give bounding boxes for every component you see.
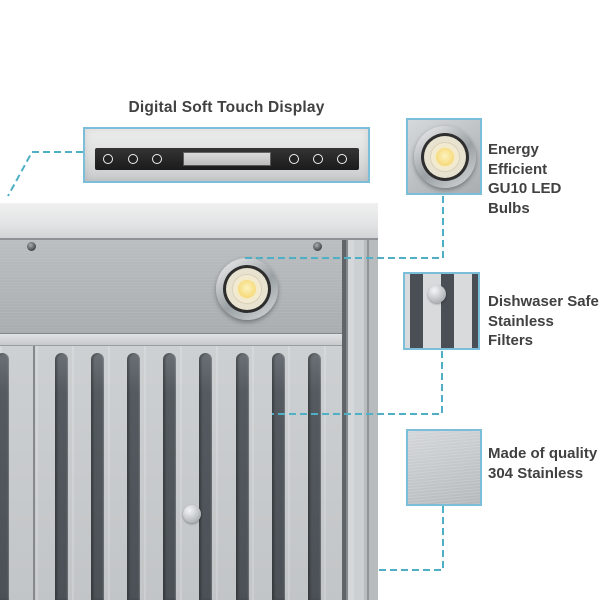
stainless-callout-label: Made of quality 304 Stainless [488, 445, 598, 482]
hood-filter-rail [0, 333, 378, 346]
connector-stainless [376, 506, 444, 571]
range-hood-photo [0, 203, 378, 600]
control-button-icon [128, 154, 138, 164]
hood-interior-panel [0, 240, 378, 333]
hood-filter-knob [183, 505, 201, 523]
screw-icon [313, 242, 322, 251]
baffle-slot [55, 353, 68, 600]
baffle-slot [163, 353, 176, 600]
hood-baffle-filters [0, 346, 378, 600]
hood-front-edge [0, 203, 378, 240]
control-button-icon [152, 154, 162, 164]
baffle-slot [236, 353, 249, 600]
filter-panel-seam [33, 346, 35, 600]
display-panel-thumbnail [83, 127, 370, 183]
baffle-filter-thumbnail [403, 272, 480, 350]
control-button-icon [103, 154, 113, 164]
baffle-slot [308, 353, 321, 600]
stainless-steel-thumbnail [406, 429, 482, 506]
screw-icon [27, 242, 36, 251]
baffle-slot [0, 353, 9, 600]
hood-right-frame [342, 240, 378, 600]
control-button-icon [337, 154, 347, 164]
filters-callout-label: Dishwaser Safe Stainless Filters [488, 293, 599, 349]
connector-display [7, 151, 83, 197]
hood-led-light [216, 258, 278, 320]
display-window [184, 153, 270, 165]
control-button-icon [313, 154, 323, 164]
baffle-slot [199, 353, 212, 600]
control-button-icon [289, 154, 299, 164]
baffle-slot [127, 353, 140, 600]
led-bulb-thumbnail [406, 118, 482, 195]
baffle-slot [272, 353, 285, 600]
filter-knob-icon [428, 285, 446, 303]
led-callout-label: Energy Efficient GU10 LED Bulbs [488, 141, 562, 217]
baffle-slot [91, 353, 104, 600]
led-bulb-icon [414, 126, 476, 188]
control-bar [95, 148, 359, 170]
display-callout-title: Digital Soft Touch Display [128, 99, 325, 116]
